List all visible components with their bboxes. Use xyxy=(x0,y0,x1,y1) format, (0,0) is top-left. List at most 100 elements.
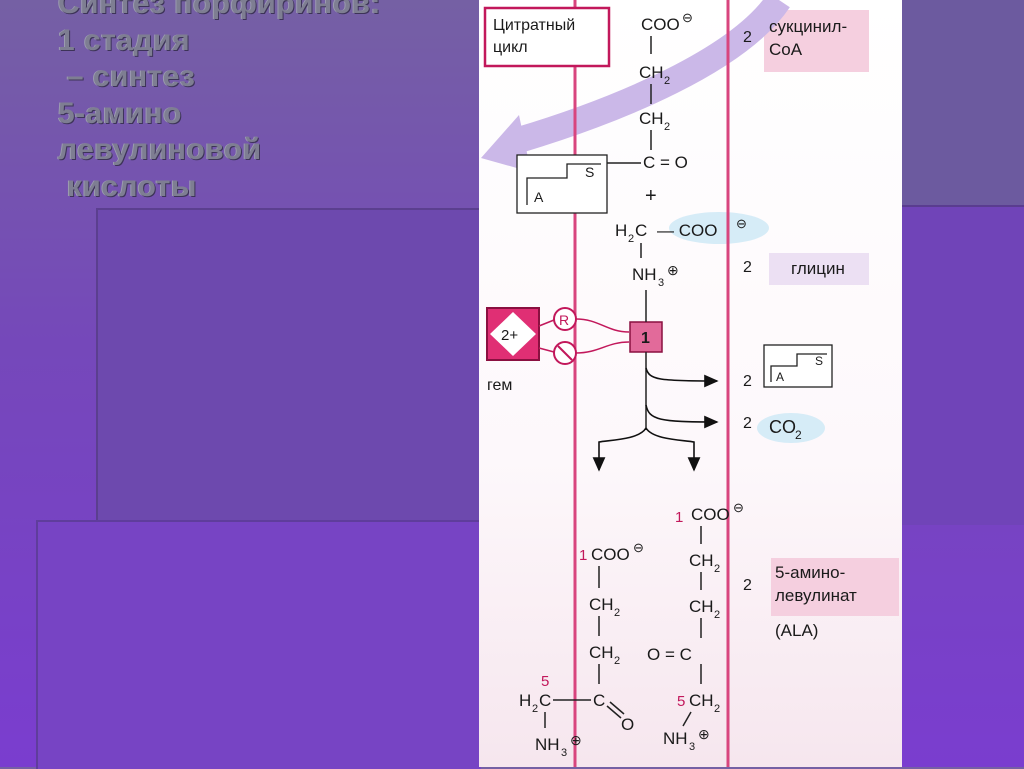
arrow-coa-out xyxy=(645,367,719,388)
coa-s: S xyxy=(585,164,594,180)
coa-out-a: A xyxy=(776,370,784,384)
ala-left-h2c-sub: 2 xyxy=(532,703,538,715)
ala-left-ch2-2: CH xyxy=(589,643,614,662)
ala-right-nh3-sub: 3 xyxy=(689,741,695,753)
ala-right-c5-num: 5 xyxy=(677,693,685,710)
ala-right-coo-charge: ⊖ xyxy=(733,500,744,515)
ala-left-c-a: C xyxy=(539,691,551,710)
heme-label: гем xyxy=(487,377,512,394)
glycine-nh3-sub: 3 xyxy=(658,277,664,289)
ch2-succ-1-sub: 2 xyxy=(664,75,670,87)
ala-left-ch2-1-sub: 2 xyxy=(614,607,620,619)
citrate-arrow xyxy=(515,0,790,153)
ala-left-coo-charge: ⊖ xyxy=(633,540,644,555)
arrow-co2-out xyxy=(645,404,719,429)
glycine-label: глицин xyxy=(791,259,845,278)
ala-right-ch2-1: CH xyxy=(689,551,714,570)
reaction-figure: Цитратный цикл COO ⊖ CH 2 CH 2 C = O 2 с… xyxy=(479,0,902,767)
bond xyxy=(682,711,692,727)
co2-label: CO xyxy=(769,417,796,437)
plus-sign: + xyxy=(645,185,657,207)
ala-right-c1-num: 1 xyxy=(675,509,683,526)
arrow-left-product xyxy=(592,427,647,472)
title-line-5: левулиновой xyxy=(58,133,262,166)
ala-right-ch2-3-sub: 2 xyxy=(714,703,720,715)
title-line-3: – синтез xyxy=(58,60,196,93)
arrow-right-product xyxy=(645,427,701,472)
slide-title: Синтез порфиринов: 1 стадия – синтез 5-а… xyxy=(58,0,478,205)
coo-glycine-bg xyxy=(669,212,769,244)
inhibit-icon-slash xyxy=(557,345,573,361)
glycine-coo: — COO xyxy=(657,221,717,240)
succinyl-coa-label-2: CoA xyxy=(769,40,803,59)
stoich-succinyl: 2 xyxy=(743,29,752,46)
glycine-coo-charge: ⊖ xyxy=(736,216,747,231)
title-line-6: кислоты xyxy=(58,169,198,203)
ala-left-c1-num: 1 xyxy=(579,547,587,564)
citrate-cycle-label-1: Цитратный xyxy=(493,17,575,34)
ch2-succ-2: CH xyxy=(639,109,664,128)
succinyl-coa-label-1: сукцинил- xyxy=(769,17,847,36)
bond xyxy=(609,701,625,715)
coa-a: A xyxy=(534,189,544,205)
stoich-ala: 2 xyxy=(743,577,752,594)
ala-left-nh3-charge: ⊕ xyxy=(570,732,582,748)
ala-right-ch2-2-sub: 2 xyxy=(714,609,720,621)
ala-left-ch2-2-sub: 2 xyxy=(614,655,620,667)
citrate-cycle-box xyxy=(483,6,611,68)
ala-right-nh3: NH xyxy=(663,729,688,748)
ala-right-nh3-charge: ⊕ xyxy=(698,726,710,742)
ala-right-ch2-2: CH xyxy=(689,597,714,616)
bond xyxy=(606,705,622,719)
ala-left-h2c: H xyxy=(519,691,531,710)
glycine-h2c-sub: 2 xyxy=(628,233,634,245)
stoich-glycine: 2 xyxy=(743,259,752,276)
title-line-1: Синтез порфиринов: xyxy=(58,0,381,20)
glycine-h2c: H xyxy=(615,221,627,240)
coa-out-icon: A S xyxy=(763,344,833,388)
bg-panel-right-mid xyxy=(902,205,1024,525)
regulation-link xyxy=(575,318,630,333)
co2-label-sub: 2 xyxy=(795,428,802,442)
ala-right-ch2-1-sub: 2 xyxy=(714,563,720,575)
ala-left-c5-num: 5 xyxy=(541,673,549,690)
ala-right-ch2-3: CH xyxy=(689,691,714,710)
heme-charge: 2+ xyxy=(501,327,518,344)
bg-panel-mid xyxy=(96,208,481,520)
ch2-succ-1: CH xyxy=(639,63,664,82)
coo-succ-charge: ⊖ xyxy=(682,10,693,25)
ala-left-c-b: C xyxy=(593,691,605,710)
ala-label-bg xyxy=(771,558,899,616)
ala-label-3: (ALA) xyxy=(775,621,818,640)
reaction-diagram: Цитратный цикл COO ⊖ CH 2 CH 2 C = O 2 с… xyxy=(481,0,899,767)
ala-left-o: O xyxy=(621,715,634,734)
ch2-succ-2-sub: 2 xyxy=(664,121,670,133)
title-line-4: 5-амино xyxy=(58,96,182,130)
co2-bg xyxy=(757,413,825,443)
stoich-coa-out: 2 xyxy=(743,373,752,390)
bg-panel-top-right xyxy=(902,0,1024,205)
heme-icon: 2+ xyxy=(486,307,540,361)
glycine-nh3: NH xyxy=(632,265,657,284)
ala-left-ch2-1: CH xyxy=(589,595,614,614)
heme-link xyxy=(538,319,555,327)
ala-label-1: 5-амино- xyxy=(775,563,845,582)
title-line-2: 1 стадия xyxy=(58,23,191,57)
bg-panel-bottom xyxy=(36,520,481,769)
ala-right-coo: COO xyxy=(691,505,730,524)
glycine-c: C xyxy=(635,221,647,240)
coo-succ: COO xyxy=(641,15,680,34)
regulation-link xyxy=(575,341,630,354)
ala-left-nh3-sub: 3 xyxy=(561,747,567,759)
coa-icon: A S xyxy=(516,154,608,214)
coa-out-s: S xyxy=(815,354,823,368)
stoich-co2: 2 xyxy=(743,415,752,432)
ala-label-2: левулинат xyxy=(775,586,857,605)
enzyme-1-label: 1 xyxy=(641,330,650,347)
heme-link xyxy=(538,347,555,353)
glycine-bg xyxy=(769,253,869,285)
glycine-nh3-charge: ⊕ xyxy=(667,262,679,278)
ala-left-nh3: NH xyxy=(535,735,560,754)
ala-right-o-eq-c: O = C xyxy=(647,645,692,664)
